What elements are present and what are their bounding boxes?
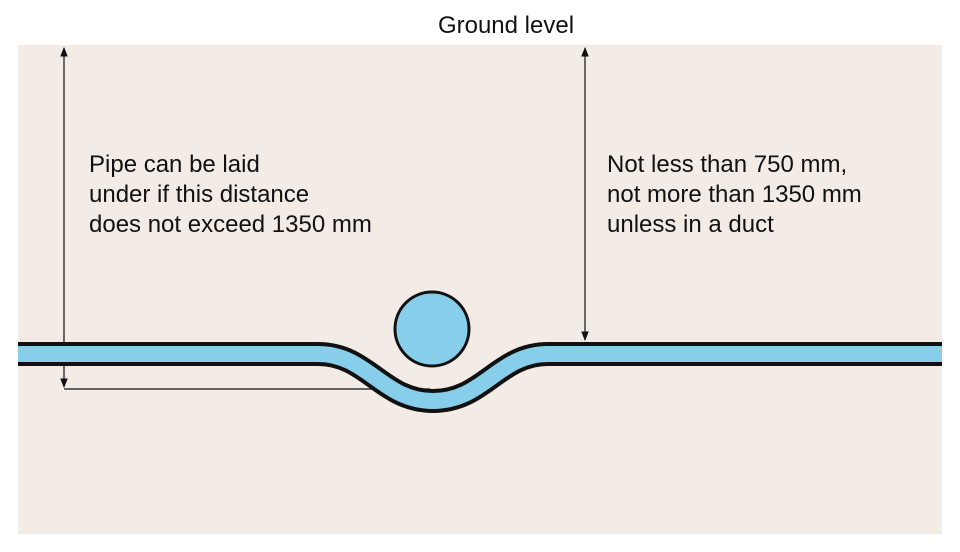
ground-level-label: Ground level bbox=[437, 12, 575, 39]
laid-pipe-fill bbox=[18, 346, 942, 409]
left-clearance-note: Pipe can be laid under if this distance … bbox=[89, 150, 372, 240]
crossing-pipe bbox=[393, 290, 471, 368]
right-note-line-1: Not less than 750 mm, bbox=[607, 151, 848, 178]
right-note-line-3: unless in a duct bbox=[607, 211, 774, 238]
left-note-line-2: under if this distance bbox=[89, 181, 310, 208]
ground-area bbox=[18, 45, 942, 534]
right-depth-note: Not less than 750 mm, not more than 1350… bbox=[607, 150, 862, 240]
left-note-line-1: Pipe can be laid bbox=[89, 151, 260, 178]
left-note-line-3: does not exceed 1350 mm bbox=[89, 211, 372, 238]
right-note-line-2: not more than 1350 mm bbox=[607, 181, 862, 208]
